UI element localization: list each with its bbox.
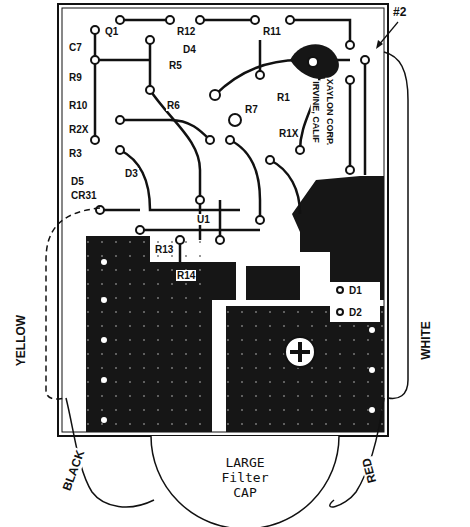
capacitor-label: LARGE Filter CAP (210, 455, 280, 500)
part-label: D4 (182, 44, 197, 55)
part-label: R10 (68, 100, 88, 111)
part-label: D2 (348, 307, 363, 318)
part-label: D3 (124, 168, 139, 179)
part-label: D1 (348, 285, 363, 296)
part-label: R12 (176, 26, 196, 37)
wire-label: WHITE (419, 320, 432, 361)
wire-label: YELLOW (16, 313, 29, 366)
white-wire (384, 52, 408, 398)
part-label: CR31 (70, 190, 98, 201)
part-label: R14 (176, 270, 196, 281)
filter-capacitor: LARGE Filter CAP (150, 436, 340, 527)
board-outline (58, 4, 388, 436)
part-label: R3 (68, 148, 83, 159)
copper-traces (95, 20, 365, 262)
part-label: R13 (154, 244, 174, 255)
wire-label: XAYLON CORP. (325, 78, 335, 147)
wire-label: IRVINE, CALIF (311, 80, 321, 143)
part-label: R11 (262, 26, 282, 37)
mounting-screw (285, 337, 315, 367)
part-label: D5 (70, 176, 85, 187)
part-label: R1 (276, 92, 291, 103)
part-label: R9 (68, 72, 83, 83)
wire-label: BLACK (60, 447, 87, 493)
part-label: C7 (68, 42, 83, 53)
part-label: R6 (166, 100, 181, 111)
yellow-wire (46, 208, 100, 399)
part-label: #2 (392, 6, 407, 19)
part-label: R1X (278, 128, 299, 139)
part-label: R5 (168, 60, 183, 71)
copper-ground (86, 176, 384, 432)
part-label: R7 (244, 104, 259, 115)
part-label: U1 (196, 214, 211, 225)
part-label: Q1 (104, 26, 119, 37)
part-label: R2X (68, 124, 89, 135)
